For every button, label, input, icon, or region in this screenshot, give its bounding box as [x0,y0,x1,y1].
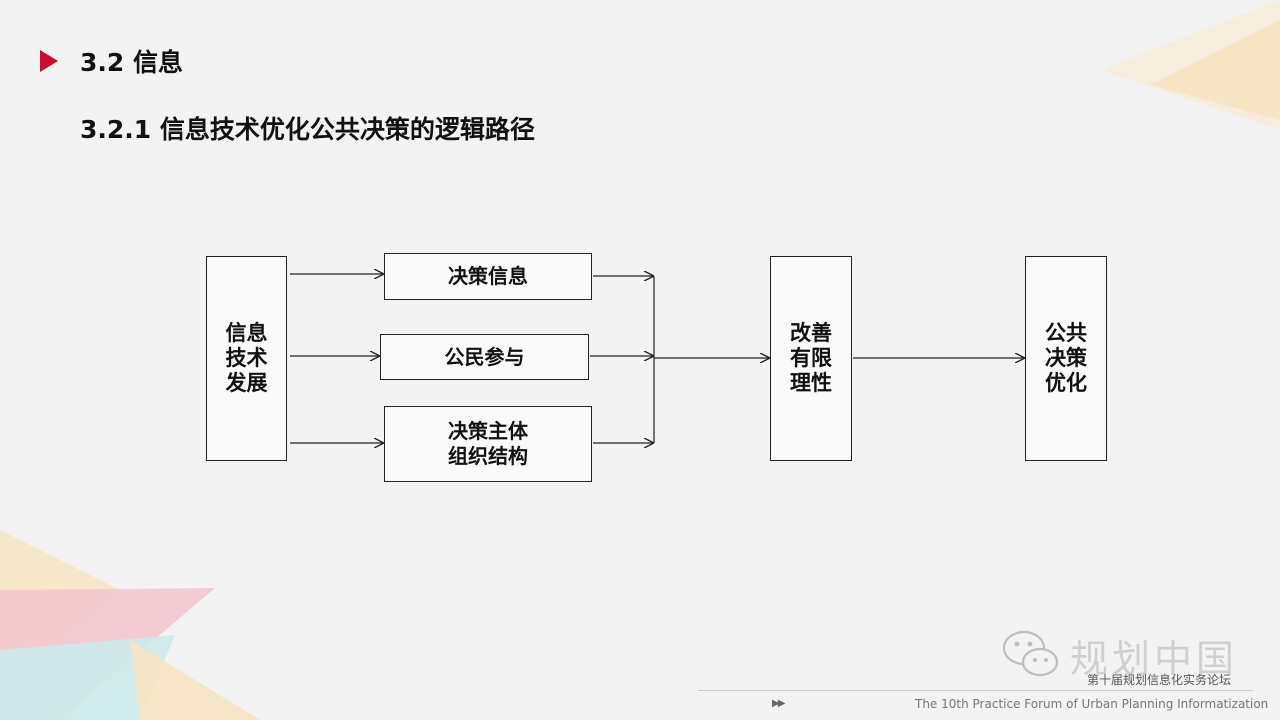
node-middle-2-label: 公民参与 [444,344,525,369]
footer-divider [698,690,1253,691]
node-middle-1-label: 决策信息 [448,264,528,288]
title-marker-icon [40,50,58,72]
node-middle-3: 决策主体 组织结构 [384,406,592,482]
watermark-brand: 规划中国 [1070,637,1239,681]
node-middle-1: 决策信息 [384,253,592,300]
node-outcome: 公共 决策 优化 [1025,256,1107,461]
node-source: 信息 技术 发展 [206,256,287,461]
node-effect: 改善 有限 理性 [770,256,852,461]
wechat-icon [1002,630,1059,677]
node-middle-3-label: 决策主体 组织结构 [448,419,528,468]
footer-text: The 10th Practice Forum of Urban Plannin… [915,697,1269,711]
node-effect-label: 改善 有限 理性 [790,320,832,396]
node-outcome-label: 公共 决策 优化 [1045,320,1087,396]
footer-nav-icon: ▶▶ [772,698,785,709]
slide-subtitle: 3.2.1 信息技术优化公共决策的逻辑路径 [80,115,535,144]
slide-title: 3.2 信息 [80,48,183,77]
node-middle-2: 公民参与 [380,334,589,380]
node-source-label: 信息 技术 发展 [225,320,268,396]
watermark-subtitle: 第十届规划信息化实务论坛 [1087,673,1232,687]
